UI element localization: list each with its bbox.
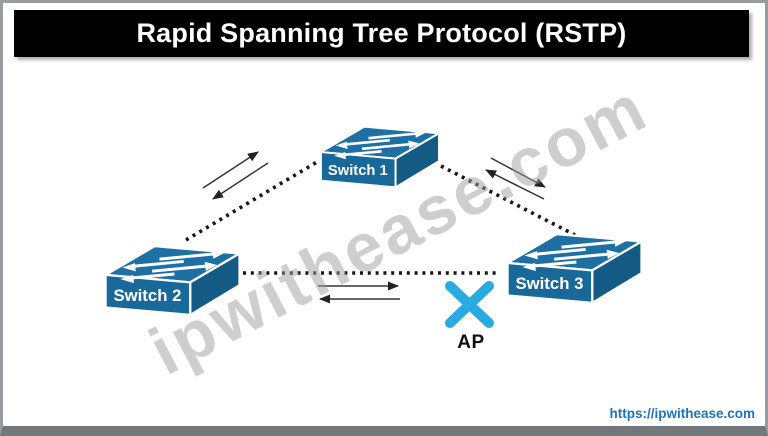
arrow-switch1-to-switch3 — [490, 157, 546, 188]
blocked-port-x-icon — [445, 281, 494, 328]
page-title: Rapid Spanning Tree Protocol (RSTP) — [136, 18, 627, 48]
link-switch2-switch1 — [185, 160, 318, 242]
switch-3-label: Switch 3 — [515, 274, 583, 293]
arrow-switch1-to-switch2 — [212, 162, 269, 200]
arrow-switch3-to-switch1 — [485, 169, 545, 200]
switch-2-node: Switch 2 — [104, 244, 241, 317]
switch-3-node: Switch 3 — [506, 232, 643, 305]
rstp-topology-diagram: Switch 1 Switch 2 Switch 3 AP ipwithease… — [104, 69, 660, 390]
footer-link[interactable]: https://ipwithease.com — [609, 406, 755, 421]
switch-1-label: Switch 1 — [328, 163, 388, 179]
title-bar: Rapid Spanning Tree Protocol (RSTP) — [14, 10, 749, 57]
arrow-switch2-to-switch1 — [202, 151, 259, 189]
link-switch1-switch3 — [440, 164, 576, 237]
switch-2-label: Switch 2 — [113, 286, 181, 305]
switch-1-node: Switch 1 — [319, 125, 441, 189]
alternate-port-label: AP — [457, 332, 484, 353]
watermark-text: ipwithease.com — [138, 69, 660, 390]
